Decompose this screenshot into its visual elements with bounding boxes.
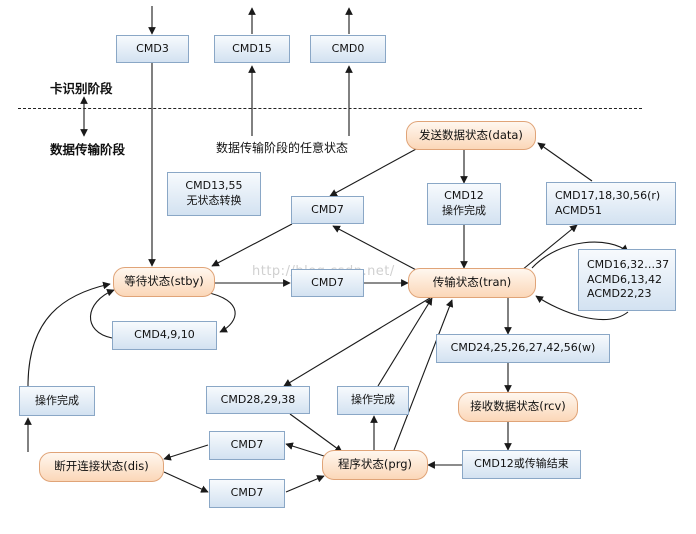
arrow-cmd7-to-stby [211, 223, 293, 267]
cmd12-or-end-box: CMD12或传输结束 [462, 450, 581, 479]
op-done-left-box: 操作完成 [19, 386, 95, 416]
arrow-op-done-to-tran [377, 297, 433, 387]
cmd7-dis-prg-bottom-box: CMD7 [209, 479, 285, 508]
phase-card-identification: 卡识别阶段 [50, 81, 113, 96]
arrow-data-to-cmd7 [329, 147, 419, 197]
cmd12-op-done-box: CMD12 操作完成 [427, 183, 501, 225]
cmd7-label: CMD7 [230, 486, 264, 500]
cmd24-write-box: CMD24,25,26,27,42,56(w) [436, 334, 610, 363]
state-data: 发送数据状态(data) [406, 121, 536, 150]
state-rcv-label: 接收数据状态(rcv) [470, 399, 566, 414]
cmd0-label: CMD0 [331, 41, 365, 55]
cmd16-line-2: ACMD6,13,42 [587, 272, 662, 286]
arrow-cmd4-to-stby [89, 289, 115, 339]
cmd12-line-2: 操作完成 [442, 204, 486, 217]
cmd7-label: CMD7 [311, 202, 344, 216]
cmd16-misc-box: CMD16,32…37 ACMD6,13,42 ACMD22,23 [578, 249, 676, 311]
state-data-label: 发送数据状态(data) [419, 127, 523, 142]
arrow-prg-to-cmd7-top [285, 442, 325, 457]
cmd16-line-1: CMD16,32…37 [587, 257, 670, 271]
cmd13-55-line-2: 无状态转换 [186, 194, 242, 207]
state-dis: 断开连接状态(dis) [39, 452, 164, 482]
cmd7-label: CMD7 [230, 438, 264, 452]
state-dis-label: 断开连接状态(dis) [54, 459, 149, 474]
cmd17-read-box: CMD17,18,30,56(r) ACMD51 [546, 182, 676, 225]
cmd7-stby-tran-box: CMD7 [291, 269, 364, 297]
state-rcv: 接收数据状态(rcv) [458, 392, 578, 422]
cmd13-55-box: CMD13,55 无状态转换 [167, 172, 261, 216]
state-tran: 传输状态(tran) [408, 268, 536, 298]
cmd3-label: CMD3 [136, 41, 169, 55]
arrow-dis-to-cmd7-bottom [163, 471, 209, 493]
state-prg-label: 程序状态(prg) [337, 457, 413, 472]
arrow-tran-to-cmd17 [521, 224, 578, 271]
state-prg: 程序状态(prg) [322, 450, 428, 480]
cmd7-dis-prg-top-box: CMD7 [209, 431, 285, 460]
arrow-tran-to-cmd7-upper [332, 225, 421, 273]
cmd16-line-3: ACMD22,23 [587, 287, 652, 301]
cmd15-label: CMD15 [232, 41, 272, 55]
arrow-cmd16-to-tran [535, 295, 629, 321]
state-tran-label: 传输状态(tran) [432, 275, 512, 290]
cmd7-data-stby-box: CMD7 [291, 196, 364, 224]
cmd4-9-10-label: CMD4,9,10 [134, 328, 195, 342]
cmd12-line-1: CMD12 [444, 189, 484, 203]
arrow-tran-to-cmd16 [531, 241, 629, 269]
cmd28-29-38-box: CMD28,29,38 [206, 386, 310, 414]
cmd4-9-10-box: CMD4,9,10 [112, 321, 217, 350]
any-state-note: 数据传输阶段的任意状态 [216, 141, 349, 155]
arrow-cmd28-to-prg [289, 413, 343, 453]
arrow-cmd7-bottom-to-prg [285, 475, 325, 493]
cmd12-or-end-label: CMD12或传输结束 [474, 457, 569, 471]
op-done-prg-label: 操作完成 [351, 393, 395, 407]
arrow-cmd17-to-data [537, 142, 593, 182]
cmd28-29-38-label: CMD28,29,38 [220, 392, 296, 406]
arrow-cmd7-top-to-dis [163, 444, 209, 461]
phase-divider [18, 108, 642, 109]
cmd24-write-label: CMD24,25,26,27,42,56(w) [450, 341, 596, 355]
arrow-op-done-to-stby [27, 281, 111, 387]
arrow-tran-to-cmd28 [283, 297, 431, 387]
cmd17-line-2: ACMD51 [555, 203, 602, 217]
state-stby: 等待状态(stby) [113, 267, 215, 297]
cmd0-box: CMD0 [310, 35, 386, 63]
cmd17-line-1: CMD17,18,30,56(r) [555, 188, 661, 202]
cmd13-55-line-1: CMD13,55 [185, 179, 243, 193]
op-done-left-label: 操作完成 [35, 393, 79, 407]
op-done-prg-box: 操作完成 [337, 386, 409, 415]
cmd3-box: CMD3 [116, 35, 189, 63]
state-stby-label: 等待状态(stby) [124, 274, 204, 289]
arrow-prg-to-tran [393, 299, 454, 451]
cmd15-box: CMD15 [214, 35, 290, 63]
cmd7-label: CMD7 [311, 275, 344, 289]
arrow-stby-to-cmd4 [204, 291, 236, 333]
phase-data-transfer: 数据传输阶段 [50, 142, 126, 157]
